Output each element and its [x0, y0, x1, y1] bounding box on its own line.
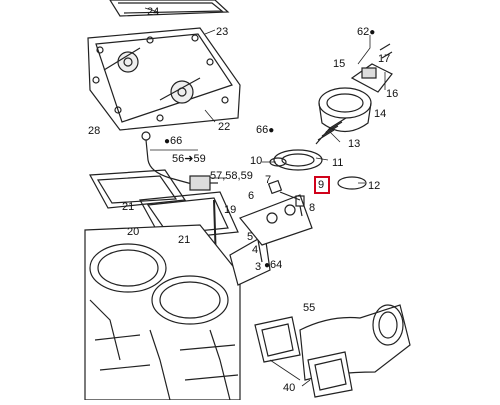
sealant-drop-icon: ●	[164, 136, 171, 147]
callout-28[interactable]: 28	[88, 125, 101, 137]
callout-62[interactable]: 62●	[357, 26, 376, 38]
o-ring-part	[337, 176, 367, 190]
valve-cover-part	[318, 87, 372, 133]
callout-57-58-59[interactable]: 57,58,59	[210, 170, 253, 182]
callout-11[interactable]: 11	[332, 157, 344, 169]
callout-15[interactable]: 15	[333, 58, 346, 70]
callout-13[interactable]: 13	[348, 138, 361, 150]
callout-21a[interactable]: 21	[122, 201, 135, 213]
callout-6[interactable]: 6	[248, 190, 255, 202]
highlighted-callout-box	[314, 176, 330, 194]
sealant-drop-icon: ●	[369, 27, 376, 38]
cap-part	[350, 43, 393, 93]
callout-19[interactable]: 19	[224, 204, 237, 216]
callout-17[interactable]: 17	[378, 53, 391, 65]
leader-lines	[144, 7, 386, 387]
flange-gasket-part	[254, 316, 353, 398]
callout-66a[interactable]: ●66	[164, 135, 183, 147]
arrow-right-icon: ➜	[184, 153, 194, 165]
callout-14[interactable]: 14	[374, 108, 387, 120]
callout-16[interactable]: 16	[386, 88, 399, 100]
callout-55[interactable]: 55	[303, 302, 316, 314]
callout-24[interactable]: 24	[147, 6, 160, 18]
callout-10[interactable]: 10	[250, 155, 263, 167]
callout-23[interactable]: 23	[216, 26, 229, 38]
callout-56-59[interactable]: 56➜59	[172, 153, 206, 165]
exhaust-flange-part	[229, 194, 313, 286]
callout-4[interactable]: 4	[252, 244, 259, 256]
cover-gasket-part	[109, 0, 230, 17]
small-bolts-part	[267, 179, 305, 217]
valve-housing-part	[269, 149, 323, 171]
callout-40[interactable]: 40	[283, 382, 296, 394]
callout-21b[interactable]: 21	[178, 234, 191, 246]
callout-66b[interactable]: 66●	[256, 124, 275, 136]
callout-5[interactable]: 5	[247, 231, 254, 243]
callout-12[interactable]: 12	[368, 180, 381, 192]
callout-64[interactable]: ●64	[264, 259, 283, 271]
callout-20[interactable]: 20	[127, 226, 140, 238]
callout-8[interactable]: 8	[309, 202, 316, 214]
sealant-drop-icon: ●	[264, 260, 271, 271]
spring-part	[315, 117, 347, 145]
callout-9[interactable]: 9	[318, 179, 325, 191]
callout-22[interactable]: 22	[218, 121, 231, 133]
sealant-drop-icon: ●	[268, 125, 275, 136]
callout-7[interactable]: 7	[265, 174, 272, 186]
cylinder-block-part	[84, 224, 241, 401]
cylinder-head-part	[87, 27, 241, 131]
callout-3[interactable]: 3	[255, 261, 262, 273]
